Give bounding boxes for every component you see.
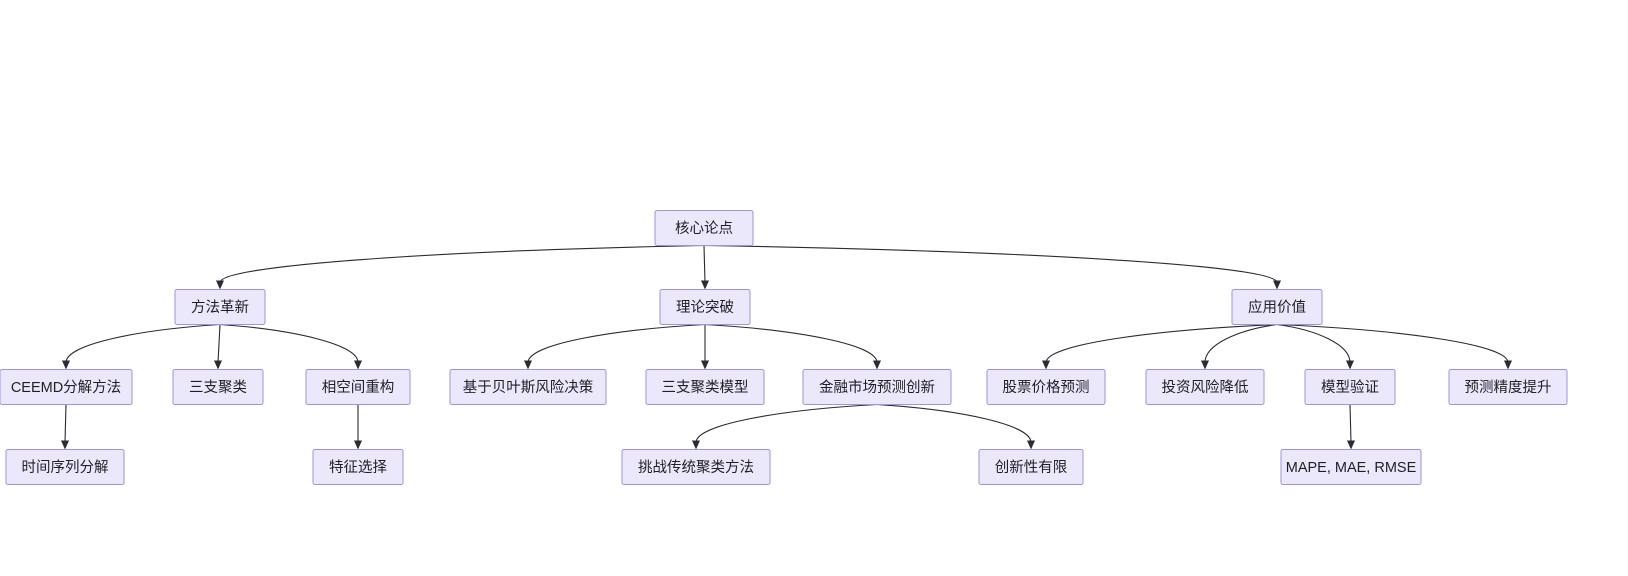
edge-核心论点-to-理论突破 <box>703 245 706 283</box>
edge-理论突破-to-金融市场预测创新 <box>704 323 878 363</box>
node-ceemd分解方法[interactable]: CEEMD分解方法 <box>0 369 133 405</box>
node-box[interactable] <box>312 449 404 485</box>
node-label: 三支聚类模型 <box>662 379 749 396</box>
node-相空间重构[interactable]: 相空间重构 <box>305 369 411 405</box>
edge-应用价值-to-股票价格预测 <box>1045 323 1278 363</box>
edge-arrowhead <box>1504 360 1512 370</box>
edge-arrowhead <box>216 280 224 290</box>
node-box[interactable] <box>659 289 751 325</box>
node-box[interactable] <box>645 369 765 405</box>
node-box[interactable] <box>449 369 607 405</box>
edge-arrowhead <box>1027 440 1035 450</box>
node-方法革新[interactable]: 方法革新 <box>174 289 266 325</box>
edge-应用价值-to-预测精度提升 <box>1276 323 1509 363</box>
node-label: 创新性有限 <box>995 459 1068 476</box>
node-label: 特征选择 <box>329 459 387 476</box>
node-box[interactable] <box>0 369 133 405</box>
node-label: 应用价值 <box>1248 298 1306 316</box>
node-投资风险降低[interactable]: 投资风险降低 <box>1145 369 1265 405</box>
edge-模型验证-to-mape,-mae,-rmse <box>1349 404 1352 443</box>
edge-arrowhead <box>701 360 709 370</box>
node-基于贝叶斯风险决策[interactable]: 基于贝叶斯风险决策 <box>449 369 607 405</box>
edge-金融市场预测创新-to-挑战传统聚类方法 <box>695 403 878 443</box>
node-模型验证[interactable]: 模型验证 <box>1304 369 1396 405</box>
edge-arrowhead <box>61 440 69 450</box>
node-核心论点[interactable]: 核心论点 <box>654 210 754 246</box>
node-label: 三支聚类 <box>189 379 247 396</box>
node-时间序列分解[interactable]: 时间序列分解 <box>5 449 125 485</box>
edge-arrowhead <box>692 440 700 450</box>
node-box[interactable] <box>305 369 411 405</box>
node-label: 预测精度提升 <box>1465 379 1552 396</box>
node-创新性有限[interactable]: 创新性有限 <box>978 449 1084 485</box>
edges-layer <box>61 244 1512 450</box>
node-box[interactable] <box>5 449 125 485</box>
edge-arrowhead <box>524 360 532 370</box>
edge-arrowhead <box>1346 360 1354 370</box>
edge-arrowhead <box>1201 360 1209 370</box>
edge-arrowhead <box>1347 440 1355 450</box>
edge-理论突破-to-基于贝叶斯风险决策 <box>527 323 706 363</box>
node-label: 理论突破 <box>676 299 734 316</box>
node-金融市场预测创新[interactable]: 金融市场预测创新 <box>802 369 952 405</box>
node-label: 时间序列分解 <box>22 459 109 476</box>
node-mape,-mae,-rmse[interactable]: MAPE, MAE, RMSE <box>1280 449 1422 485</box>
node-box[interactable] <box>802 369 952 405</box>
edge-arrowhead <box>214 360 222 370</box>
node-label: 模型验证 <box>1321 379 1379 396</box>
node-预测精度提升[interactable]: 预测精度提升 <box>1448 369 1568 405</box>
edge-方法革新-to-ceemd分解方法 <box>65 323 221 363</box>
edge-arrowhead <box>873 360 881 370</box>
edge-应用价值-to-模型验证 <box>1276 323 1351 363</box>
edge-arrowhead <box>1042 360 1050 370</box>
node-label: 股票价格预测 <box>1003 379 1090 396</box>
node-box[interactable] <box>172 369 264 405</box>
node-box[interactable] <box>986 369 1106 405</box>
edge-方法革新-to-三支聚类 <box>217 324 221 363</box>
edge-arrowhead <box>354 440 362 450</box>
edge-金融市场预测创新-to-创新性有限 <box>876 403 1032 443</box>
node-label: 挑战传统聚类方法 <box>638 459 754 476</box>
node-label: 投资风险降低 <box>1162 379 1249 396</box>
node-股票价格预测[interactable]: 股票价格预测 <box>986 369 1106 405</box>
node-挑战传统聚类方法[interactable]: 挑战传统聚类方法 <box>621 449 771 485</box>
node-label: 相空间重构 <box>322 379 395 396</box>
node-box[interactable] <box>1280 449 1422 485</box>
edge-arrowhead <box>701 280 709 290</box>
node-box[interactable] <box>1304 369 1396 405</box>
node-box[interactable] <box>1145 369 1265 405</box>
node-三支聚类模型[interactable]: 三支聚类模型 <box>645 369 765 405</box>
node-三支聚类[interactable]: 三支聚类 <box>172 369 264 405</box>
node-box[interactable] <box>978 449 1084 485</box>
edge-应用价值-to-投资风险降低 <box>1204 323 1278 363</box>
node-label: 金融市场预测创新 <box>819 379 935 396</box>
node-label: 基于贝叶斯风险决策 <box>463 379 594 396</box>
edge-方法革新-to-相空间重构 <box>219 323 359 363</box>
edge-arrowhead <box>354 360 362 370</box>
edge-核心论点-to-方法革新 <box>219 244 705 283</box>
edge-arrowhead <box>1273 280 1281 290</box>
node-label: CEEMD分解方法 <box>11 379 121 396</box>
node-label: 方法革新 <box>191 299 249 316</box>
node-box[interactable] <box>174 289 266 325</box>
node-box[interactable] <box>1231 289 1323 325</box>
edge-核心论点-to-应用价值 <box>703 244 1278 283</box>
node-label: 核心论点 <box>675 220 733 237</box>
node-box[interactable] <box>621 449 771 485</box>
edge-arrowhead <box>62 360 70 370</box>
node-应用价值[interactable]: 应用价值 <box>1231 289 1323 325</box>
node-特征选择[interactable]: 特征选择 <box>312 449 404 485</box>
node-label: MAPE, MAE, RMSE <box>1286 460 1417 476</box>
edge-ceemd分解方法-to-时间序列分解 <box>64 404 67 443</box>
node-box[interactable] <box>654 210 754 246</box>
node-box[interactable] <box>1448 369 1568 405</box>
node-理论突破[interactable]: 理论突破 <box>659 289 751 325</box>
